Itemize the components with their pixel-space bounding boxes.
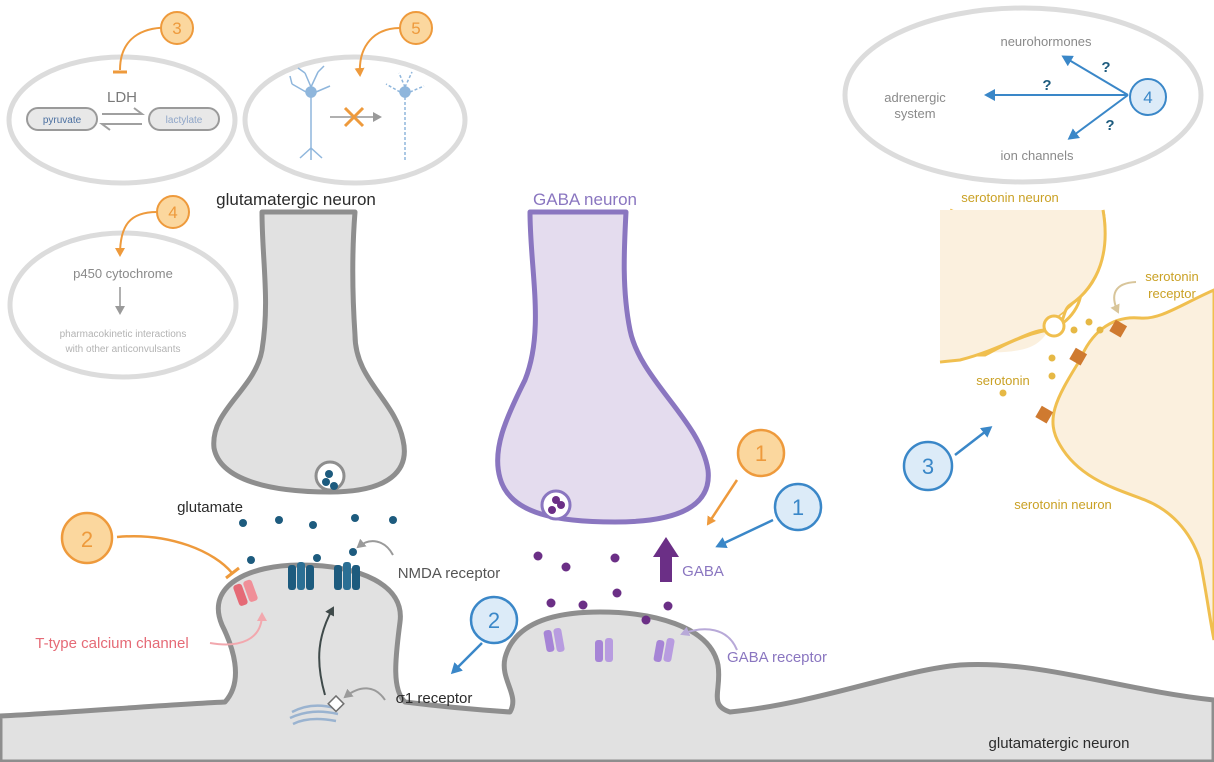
serotonin-label: serotonin <box>976 373 1029 388</box>
inset-p450: p450 cytochrome pharmacokinetic interact… <box>10 196 236 377</box>
serotonin-receptor-icon <box>1035 406 1053 424</box>
gaba-receptor-label: GABA receptor <box>727 649 827 666</box>
badge-targets: 4 <box>1143 88 1152 107</box>
ldh-label: LDH <box>107 89 137 106</box>
glutamate-molecules <box>239 514 397 564</box>
sigma1-receptor-label: σ1 receptor <box>396 690 473 707</box>
adrenergic-label-2: system <box>894 106 935 121</box>
p450-result-line1: pharmacokinetic interactions <box>60 329 187 340</box>
adrenergic-label-1: adrenergic <box>884 90 946 105</box>
question-mark-1: ? <box>1101 59 1110 76</box>
inset-unknown-targets: neurohormones adrenergic system ion chan… <box>845 8 1201 182</box>
neurohormones-label: neurohormones <box>1000 34 1092 49</box>
glutamatergic-presynaptic-neuron <box>214 212 405 492</box>
gaba-neuron-label: GABA neuron <box>533 190 637 209</box>
serotonin-neuron-top-label: serotonin neuron <box>961 190 1059 205</box>
badge-blue-3: 3 <box>904 442 952 490</box>
inset-neuron-morphology: 5 <box>245 12 465 183</box>
nmda-receptor-label: NMDA receptor <box>398 565 501 582</box>
p450-result-line2: with other anticonvulsants <box>64 344 180 355</box>
serotonin-receptor-label-2: receptor <box>1148 286 1196 301</box>
ion-channels-label: ion channels <box>1001 148 1074 163</box>
glutamatergic-neuron-top-label: glutamatergic neuron <box>216 190 376 209</box>
badge-blue-2: 2 <box>471 597 517 643</box>
badge-p450: 4 <box>168 203 177 222</box>
badge-blue-1: 1 <box>775 484 821 530</box>
serotonin-postsynaptic-neuron <box>1035 290 1214 640</box>
postsynaptic-glutamatergic-neuron <box>0 565 1214 762</box>
serotonin-neuron-bottom-label: serotonin neuron <box>1014 497 1112 512</box>
p450-title: p450 cytochrome <box>73 266 173 281</box>
gaba-presynaptic-neuron <box>498 212 709 522</box>
pyruvate-label: pyruvate <box>43 115 82 126</box>
badge-orange-1: 1 <box>738 430 784 476</box>
question-mark-2: ? <box>1042 77 1051 94</box>
serotonin-receptor-label-1: serotonin <box>1145 269 1198 284</box>
svg-text:2: 2 <box>488 608 500 633</box>
badge-ldh: 3 <box>172 19 181 38</box>
svg-text:3: 3 <box>922 454 934 479</box>
svg-text:1: 1 <box>792 495 804 520</box>
gaba-label: GABA <box>682 563 724 580</box>
svg-text:2: 2 <box>81 527 93 552</box>
svg-text:1: 1 <box>755 441 767 466</box>
badge-orange-2: 2 <box>62 513 112 563</box>
badge-neurons: 5 <box>411 19 420 38</box>
t-type-calcium-channel-label: T-type calcium channel <box>35 635 188 652</box>
question-mark-3: ? <box>1105 117 1114 134</box>
glutamatergic-neuron-bottom-label: glutamatergic neuron <box>989 735 1130 752</box>
inset-ldh: pyruvate lactylate LDH 3 <box>9 12 235 183</box>
gaba-increase-arrow-icon <box>653 537 679 582</box>
glutamate-label: glutamate <box>177 499 243 516</box>
lactylate-label: lactylate <box>166 115 203 126</box>
serotonin-presynaptic-neuron <box>940 210 1105 362</box>
